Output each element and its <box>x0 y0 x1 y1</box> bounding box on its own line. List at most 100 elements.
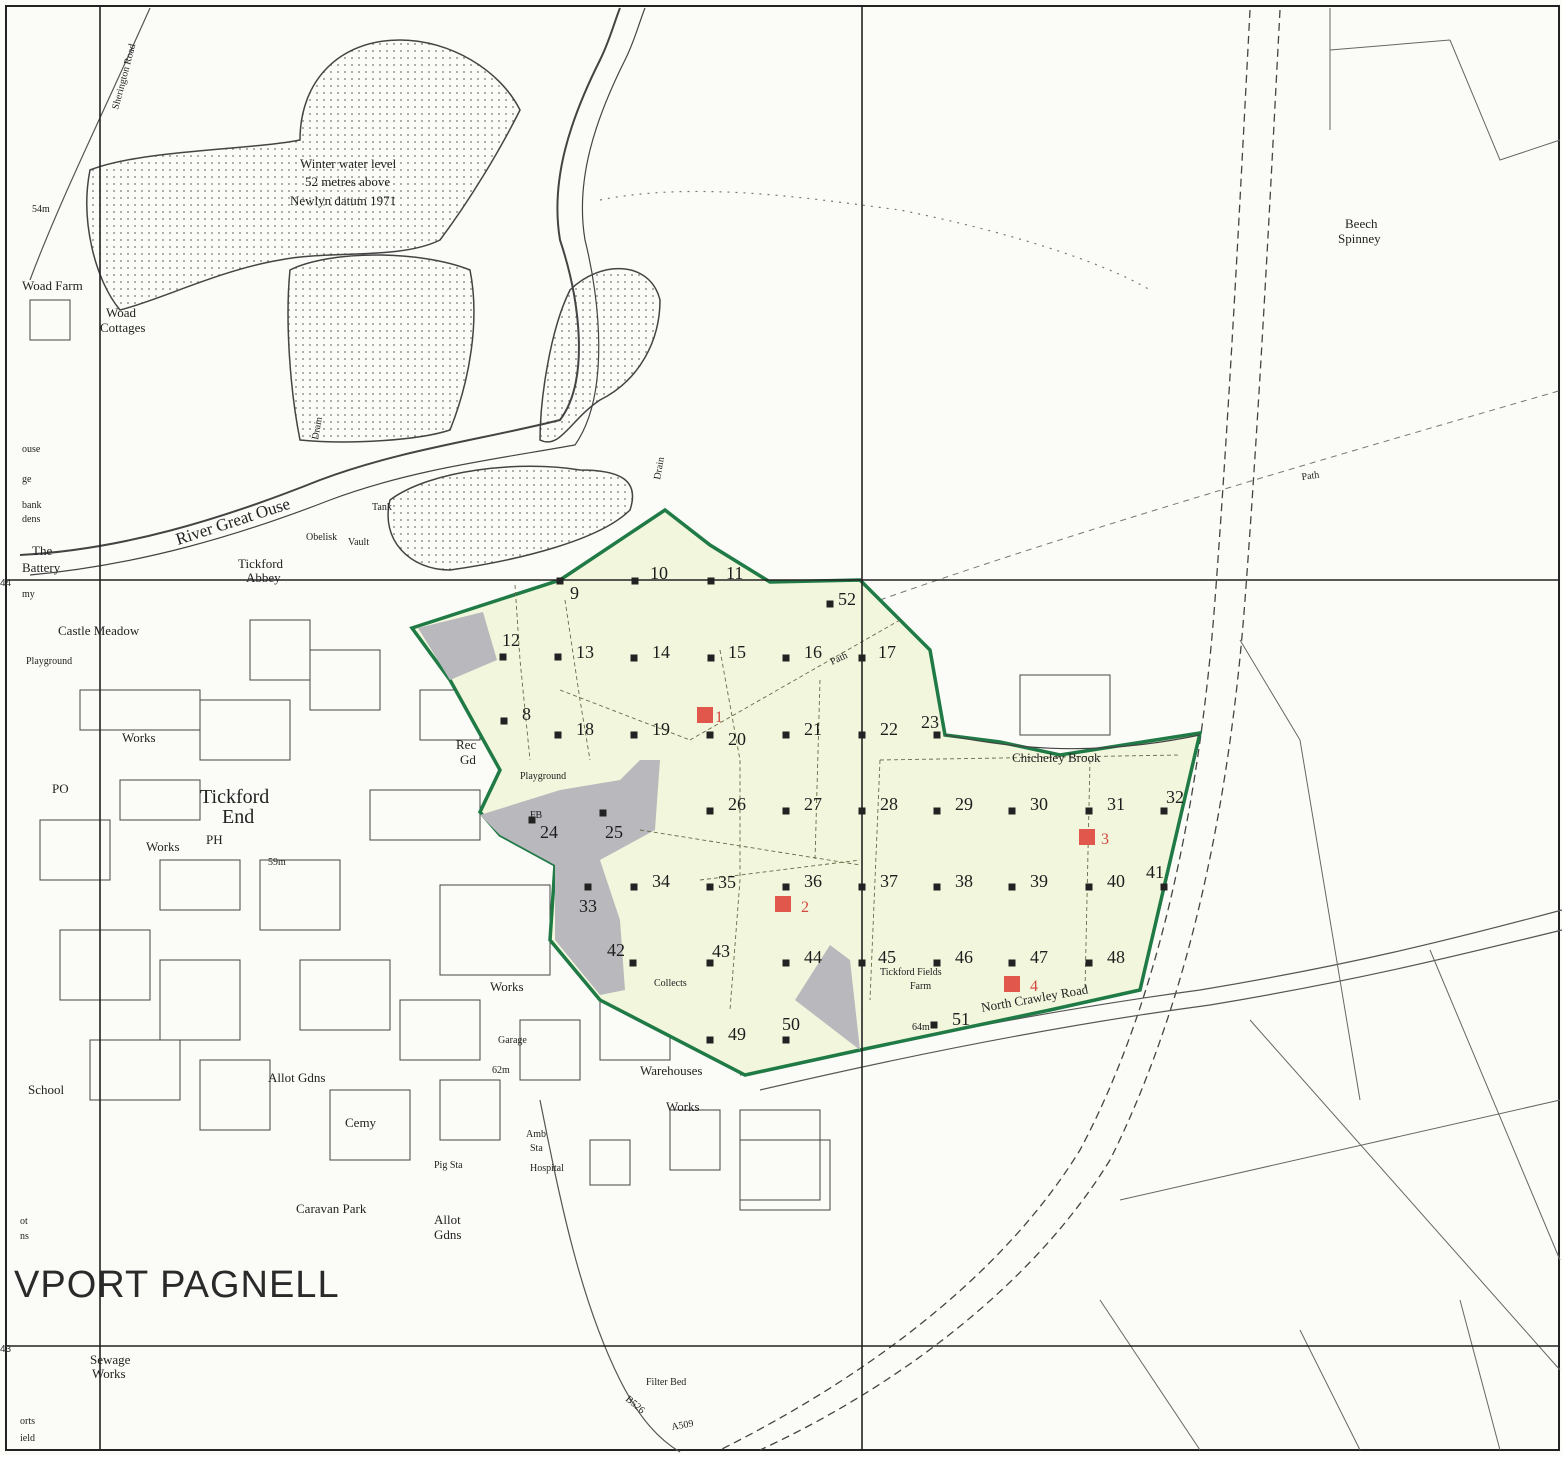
label-allot-gdns-1: Allot Gdns <box>268 1070 325 1085</box>
sample-point-label: 27 <box>804 794 822 814</box>
sample-point-marker <box>858 731 866 739</box>
sample-point-label: 36 <box>804 871 822 891</box>
label-allot-gdns-2b: Gdns <box>434 1227 461 1242</box>
label-tickford-fields-farm-2: Farm <box>910 981 931 992</box>
site-marker-label: 4 <box>1030 978 1038 995</box>
label-winter-water-2: 52 metres above <box>305 174 390 189</box>
sample-point-label: 23 <box>921 712 939 732</box>
sample-point-label: 47 <box>1030 947 1048 967</box>
sample-point-label: 9 <box>570 583 579 603</box>
sample-point-marker <box>707 577 715 585</box>
sample-point-label: 39 <box>1030 871 1048 891</box>
label-caravan-park: Caravan Park <box>296 1201 367 1216</box>
sample-point-marker <box>782 731 790 739</box>
sample-point-label: 43 <box>712 941 730 961</box>
sample-point-label: 22 <box>880 719 898 739</box>
sample-point-label: 49 <box>728 1024 746 1044</box>
label-rec-gd-1: Rec <box>456 737 476 752</box>
label-amb-sta-2: Sta <box>530 1143 543 1154</box>
road-north-crawley-2 <box>759 929 1562 1091</box>
grey-zone-nw <box>418 612 497 680</box>
chicheley-brook-line <box>944 734 1201 750</box>
sample-point-marker <box>782 1036 790 1044</box>
sample-point-label: 42 <box>607 940 625 960</box>
label-cemy: Cemy <box>345 1115 377 1130</box>
sample-point-label: 16 <box>804 642 822 662</box>
label-filter-bed: Filter Bed <box>646 1377 686 1388</box>
label-height-64: 64m <box>912 1022 930 1033</box>
sample-point-label: 21 <box>804 719 822 739</box>
label-sewage-works-2: Works <box>92 1366 126 1381</box>
sample-point-label: 44 <box>804 947 822 967</box>
sample-point-label: 34 <box>652 871 670 891</box>
sample-point-marker <box>706 959 714 967</box>
label-ield: ield <box>20 1433 35 1444</box>
label-amb-sta-1: Amb <box>526 1129 546 1140</box>
lake-north <box>86 39 521 311</box>
label-works-1: Works <box>122 730 156 745</box>
sample-point-marker <box>706 883 714 891</box>
label-winter-water-1: Winter water level <box>300 156 397 171</box>
label-river-great-ouse: River Great Ouse <box>173 494 292 549</box>
lake-east <box>539 268 661 443</box>
site-marker-label: 2 <box>801 899 809 916</box>
sample-point-marker <box>1085 959 1093 967</box>
label-a509: A509 <box>671 1418 695 1433</box>
sample-point-label: 12 <box>502 630 520 650</box>
sample-point-label: 20 <box>728 729 746 749</box>
label-height-59: 59m <box>268 857 286 868</box>
sample-point-marker <box>528 816 536 824</box>
sample-point-label: 28 <box>880 794 898 814</box>
sample-point-marker <box>630 883 638 891</box>
site-marker <box>1004 976 1020 992</box>
sample-point-marker <box>630 654 638 662</box>
grid-label-43: 43 <box>0 1344 12 1355</box>
site-marker <box>775 896 791 912</box>
label-playground-2: Playground <box>520 771 566 782</box>
label-warehouses: Warehouses <box>640 1063 703 1078</box>
label-tank: Tank <box>372 502 392 513</box>
label-beech-spinney-2: Spinney <box>1338 231 1381 246</box>
sample-point-label: 32 <box>1166 787 1184 807</box>
label-ns: ns <box>20 1231 29 1242</box>
label-fb: FB <box>530 810 543 821</box>
label-house: ouse <box>22 444 41 455</box>
sample-point-label: 51 <box>952 1009 970 1029</box>
sample-point-marker <box>1008 807 1016 815</box>
path-dashed-east <box>879 389 1562 601</box>
river-great-ouse-bank <box>29 7 646 576</box>
label-po: PO <box>52 781 69 796</box>
sample-point-marker <box>933 883 941 891</box>
label-tickford-abbey-1: Tickford <box>238 556 284 571</box>
sample-point-label: 17 <box>878 642 896 662</box>
road-a509-east-2 <box>759 9 1281 1451</box>
label-height-62: 62m <box>492 1065 510 1076</box>
sample-point-label: 48 <box>1107 947 1125 967</box>
label-chicheley-brook: Chicheley Brook <box>1012 750 1101 765</box>
sample-point-marker <box>631 577 639 585</box>
sample-point-label: 38 <box>955 871 973 891</box>
sample-point-marker <box>826 600 834 608</box>
label-ge: ge <box>22 474 32 485</box>
label-the-battery-2: Battery <box>22 560 61 575</box>
sample-point-label: 18 <box>576 719 594 739</box>
sample-point-marker <box>1008 883 1016 891</box>
label-ot: ot <box>20 1216 28 1227</box>
sample-point-marker <box>1160 883 1168 891</box>
sample-point-marker <box>706 807 714 815</box>
sample-point-label: 10 <box>650 563 668 583</box>
label-b526: B526 <box>623 1394 647 1416</box>
sample-point-marker <box>858 883 866 891</box>
grey-zone-south <box>795 945 860 1050</box>
sample-point-marker <box>554 731 562 739</box>
sample-point-label: 40 <box>1107 871 1125 891</box>
label-works-4: Works <box>666 1099 700 1114</box>
sample-point-label: 33 <box>579 896 597 916</box>
map-border <box>5 5 1560 1451</box>
label-rec-gd-2: Gd <box>460 752 476 767</box>
label-sherington-road: Sherington Road <box>110 43 138 111</box>
label-pig-sta: Pig Sta <box>434 1160 463 1171</box>
label-my: my <box>22 589 35 600</box>
